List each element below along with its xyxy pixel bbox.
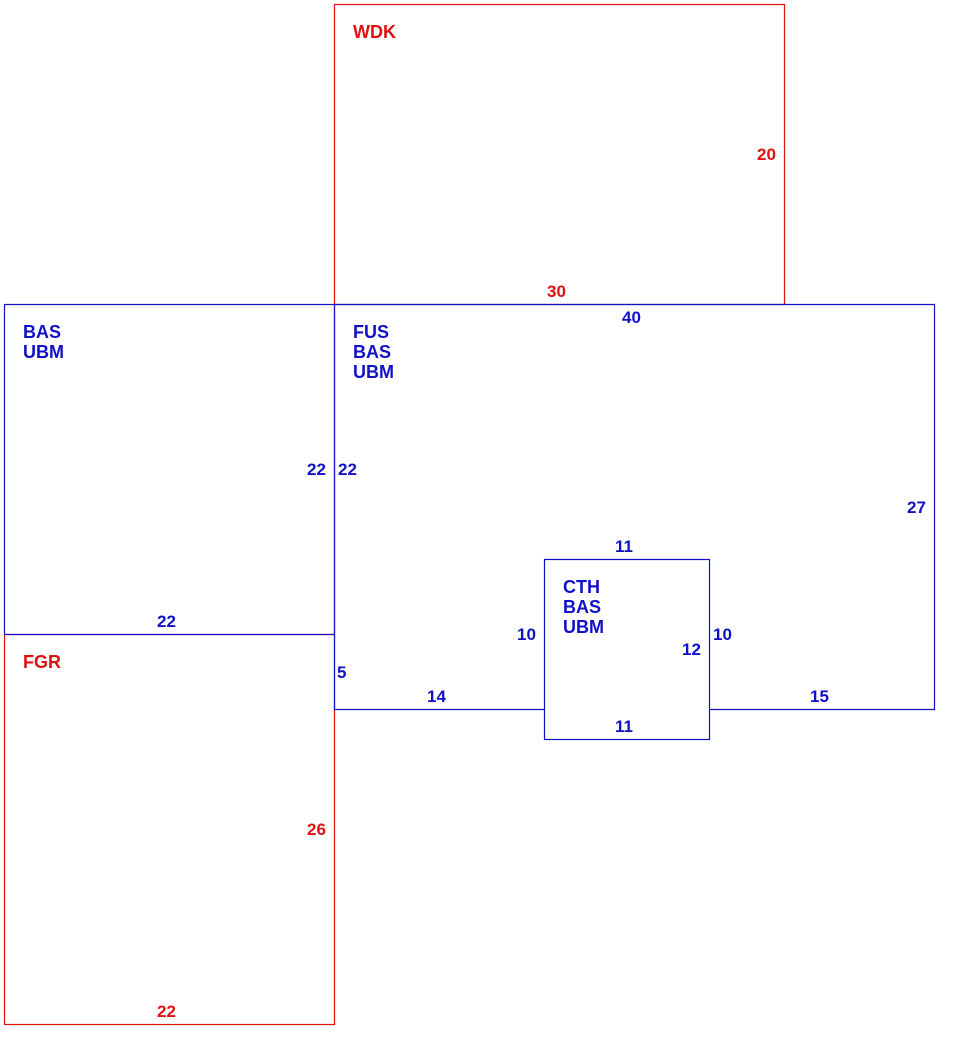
cth-dim-right-inner: 12 <box>682 640 701 659</box>
fgr-dim-bottom: 22 <box>157 1002 176 1021</box>
bas-left-dim-right: 22 <box>307 460 326 479</box>
bas-left-area: BAS UBM 22 22 <box>3 303 336 636</box>
fus-dim-bottom-left: 14 <box>427 687 446 706</box>
bas-left-label-1: BAS <box>23 322 61 342</box>
wdk-area: WDK 20 30 <box>333 3 786 306</box>
cth-dim-left: 10 <box>517 625 536 644</box>
cth-outline <box>543 558 711 741</box>
fus-dim-right: 27 <box>907 498 926 517</box>
cth-dim-top: 11 <box>615 537 633 556</box>
fus-outline <box>334 303 936 711</box>
fgr-area: FGR 26 22 <box>3 633 336 1026</box>
fus-outline-left <box>333 304 545 711</box>
fus-label-1: FUS <box>353 322 389 342</box>
wdk-dim-bottom: 30 <box>547 282 566 301</box>
fus-dim-left-lower: 5 <box>337 663 346 682</box>
cth-area: CTH BAS UBM 11 10 10 12 11 <box>517 537 732 741</box>
wdk-label: WDK <box>353 22 396 42</box>
cth-label-3: UBM <box>563 617 604 637</box>
fus-area: FUS BAS UBM 40 22 27 5 14 15 <box>333 303 936 711</box>
fus-label-3: UBM <box>353 362 394 382</box>
bas-left-label-2: UBM <box>23 342 64 362</box>
fgr-outline <box>3 633 336 1026</box>
cth-dim-right-outer: 10 <box>713 625 732 644</box>
fgr-dim-right: 26 <box>307 820 326 839</box>
wdk-dim-right: 20 <box>757 145 776 164</box>
cth-label-1: CTH <box>563 577 600 597</box>
wdk-outline <box>333 3 786 306</box>
bas-left-dim-bottom: 22 <box>157 612 176 631</box>
fus-dim-bottom-right: 15 <box>810 687 829 706</box>
fgr-label: FGR <box>23 652 61 672</box>
cth-dim-bottom: 11 <box>615 717 633 736</box>
cth-label-2: BAS <box>563 597 601 617</box>
fus-label-2: BAS <box>353 342 391 362</box>
fus-dim-left: 22 <box>338 460 357 479</box>
fus-dim-top: 40 <box>622 308 641 327</box>
